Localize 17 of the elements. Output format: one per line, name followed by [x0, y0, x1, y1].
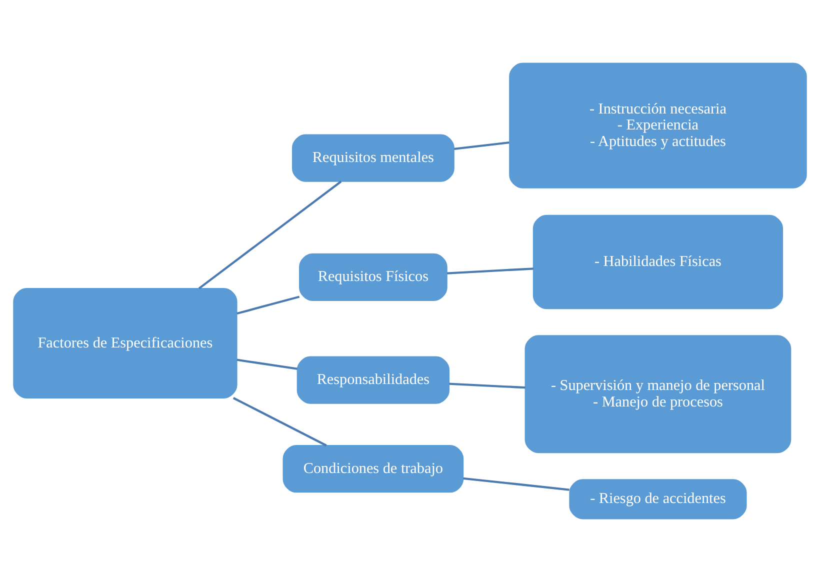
- connector: [236, 296, 300, 315]
- node-box: Requisitos mentales: [291, 134, 454, 182]
- node-box: Condiciones de trabajo: [282, 445, 464, 493]
- node-box: - Riesgo de accidentes: [568, 479, 746, 520]
- node-box: Requisitos Físicos: [298, 253, 447, 302]
- connector: [232, 397, 326, 446]
- node-box: Responsabilidades: [296, 356, 450, 404]
- connector: [462, 477, 569, 491]
- node-box: - Supervisión y manejo de personal - Manejo de procesos: [524, 335, 791, 454]
- connector: [454, 141, 509, 150]
- node-box: - Habilidades Físicas: [532, 214, 783, 310]
- connector: [236, 358, 297, 370]
- node-box: Factores de Especificaciones: [12, 288, 237, 398]
- node-box: - Instrucción necesaria - Experiencia - Aptitudes y actitudes: [508, 62, 806, 188]
- connector: [448, 382, 525, 389]
- connector: [198, 180, 342, 290]
- connector: [446, 268, 533, 274]
